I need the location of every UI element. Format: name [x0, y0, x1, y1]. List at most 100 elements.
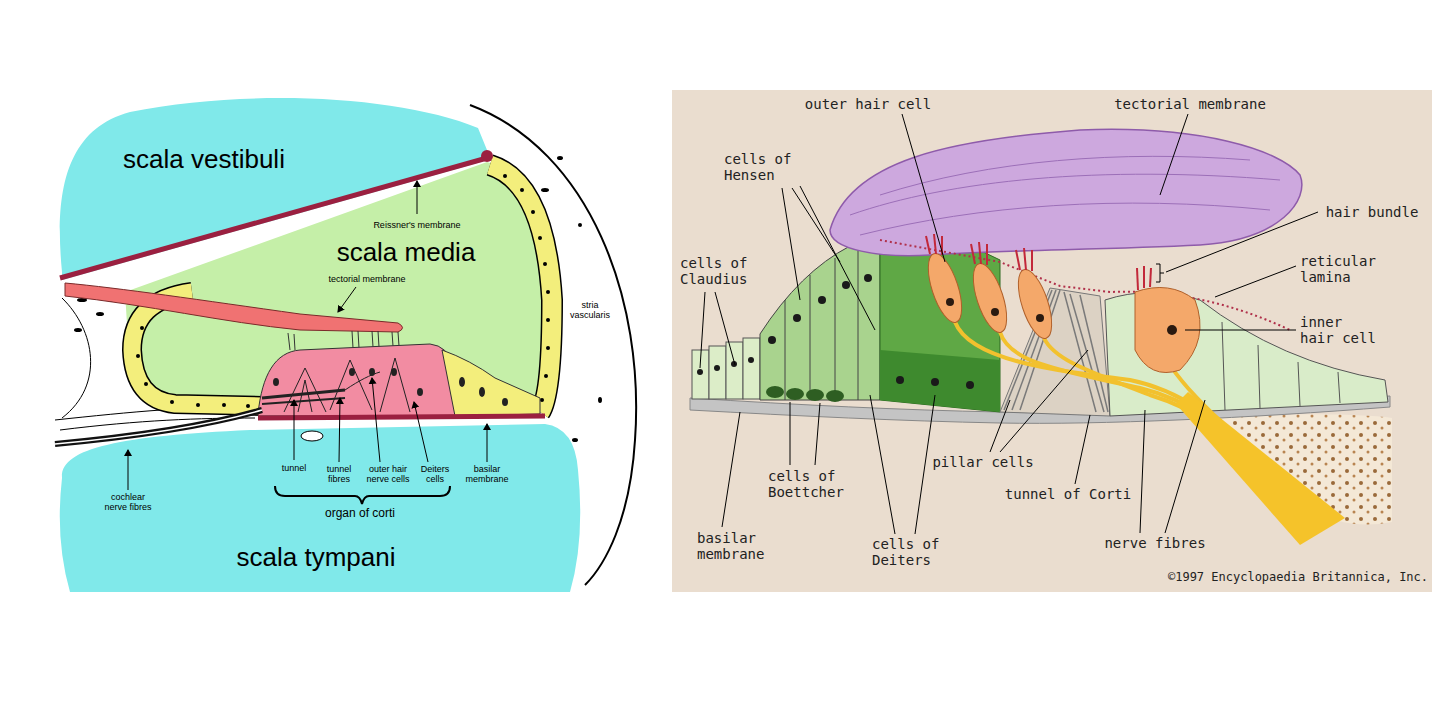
- part-label: cells of Deiters: [872, 536, 944, 568]
- stereocilia: [352, 331, 353, 348]
- hensen-cell-walls: [835, 258, 836, 400]
- leader-line: [1166, 212, 1318, 272]
- bone-marks: [74, 328, 82, 332]
- hensen-cell-walls: [785, 246, 858, 400]
- corti-details: [262, 398, 345, 404]
- part-label: tectorial membrane: [1114, 96, 1266, 112]
- limbus-cells: [136, 354, 140, 358]
- claudius-cells: [743, 338, 760, 399]
- outer-hair-cell-nuclei: [946, 298, 1044, 322]
- stereocilia: [392, 332, 393, 346]
- reissners-membrane-end: [481, 150, 493, 162]
- stereocilia: [294, 334, 295, 350]
- organ-of-corti-brace: [275, 486, 450, 504]
- part-label: outer hair nerve cells: [363, 464, 413, 485]
- claudius-cells: [726, 342, 743, 399]
- part-label: pillar cells: [932, 454, 1033, 470]
- hair-bundles: [1150, 268, 1151, 287]
- cochlea-section: [55, 98, 636, 592]
- leader-line: [915, 395, 935, 534]
- pillar-cells: [1070, 294, 1104, 412]
- inner-cell-walls: [1298, 362, 1300, 406]
- outer-hair-cell-nuclei: [946, 298, 954, 306]
- corti-details: [284, 368, 326, 412]
- part-label: Deiters cells: [416, 464, 454, 485]
- cell-nuclei: [896, 376, 904, 384]
- stereocilia: [358, 331, 359, 348]
- stria-cells: [546, 290, 550, 294]
- inner-cell-walls: [1222, 322, 1225, 410]
- cochlear-nerve: [55, 410, 262, 444]
- bone-marks: [598, 397, 602, 403]
- bone-marks: [572, 438, 578, 442]
- corti-nuclei: [502, 398, 508, 406]
- limbus-cells: [170, 400, 174, 404]
- outer-hair-cells: [922, 250, 1059, 343]
- leader-line: [1075, 415, 1090, 484]
- hensen-cell-walls: [785, 300, 786, 400]
- bone-marks: [96, 312, 104, 316]
- leader-arrow: [417, 181, 418, 214]
- part-label: nerve fibres: [1104, 535, 1205, 551]
- corti-nuclei: [369, 368, 375, 376]
- cell-nuclei: [748, 357, 754, 363]
- stria-cells: [503, 174, 550, 402]
- leader-line: [700, 114, 1318, 534]
- hair-bundles: [1016, 250, 1020, 270]
- leader-line: [800, 186, 875, 330]
- cell-nuclei: [966, 381, 974, 389]
- hair-bundles: [1024, 248, 1026, 270]
- stria-cells: [520, 188, 524, 192]
- leader-arrow: [339, 398, 340, 462]
- corti-details: [262, 358, 410, 412]
- corti-nuclei: [273, 368, 508, 406]
- limbus-cells: [246, 404, 250, 408]
- limbus-cells: [196, 403, 200, 407]
- outer-hair-cell-nuclei: [991, 308, 999, 316]
- deiters-cells-lower: [880, 350, 1000, 412]
- leader-line: [815, 403, 820, 465]
- inner-cell-walls: [1258, 345, 1260, 408]
- organ-of-corti-body: [258, 344, 458, 416]
- panel-ground: [672, 90, 1432, 592]
- hensen-cells: [760, 240, 880, 400]
- cell-nuclei: [864, 274, 872, 282]
- stria-cells: [543, 262, 547, 266]
- part-label: cochlear nerve fibres: [99, 492, 157, 513]
- leader-line: [790, 402, 791, 465]
- stria-cells: [544, 374, 548, 378]
- stria-cells: [531, 210, 535, 214]
- leader-line: [715, 292, 735, 365]
- cell-nuclei: [931, 378, 939, 386]
- part-label: tunnel fibres: [323, 464, 355, 485]
- part-label: cells of Boettcher: [768, 468, 848, 500]
- bone-marks: [578, 223, 582, 227]
- tectorial-fibres: [850, 156, 1280, 235]
- scala-tympani-region: [60, 424, 580, 592]
- leader-line: [722, 412, 740, 527]
- tectorial-fibres: [860, 203, 1270, 235]
- region-label: scala media: [337, 238, 476, 268]
- cell-nuclei: [842, 281, 850, 289]
- part-label: basilar membrane: [697, 530, 769, 562]
- hensen-cell-walls: [810, 275, 811, 400]
- corti-details: [262, 390, 345, 398]
- leader-line: [792, 188, 840, 262]
- leader-line: [870, 395, 895, 534]
- leader-arrow: [338, 287, 356, 312]
- part-label: tunnel: [282, 463, 307, 473]
- hair-bundles: [1031, 250, 1033, 271]
- region-label: scala tympani: [237, 543, 396, 573]
- stria-vascularis-band: [490, 165, 552, 412]
- claudius-cells: [692, 338, 760, 399]
- leader-line: [1140, 410, 1145, 533]
- leader-arrow: [414, 402, 428, 462]
- corti-illustration: [672, 90, 1432, 592]
- inner-hair-cell-nucleus: [1167, 325, 1177, 335]
- tectorial-membrane: [65, 283, 403, 332]
- copyright-note: ©1997 Encyclopaedia Britannica, Inc.: [1168, 571, 1428, 585]
- corti-nuclei: [273, 378, 279, 386]
- part-label: stria vascularis: [567, 300, 613, 321]
- region-label: scala vestibuli: [123, 145, 285, 175]
